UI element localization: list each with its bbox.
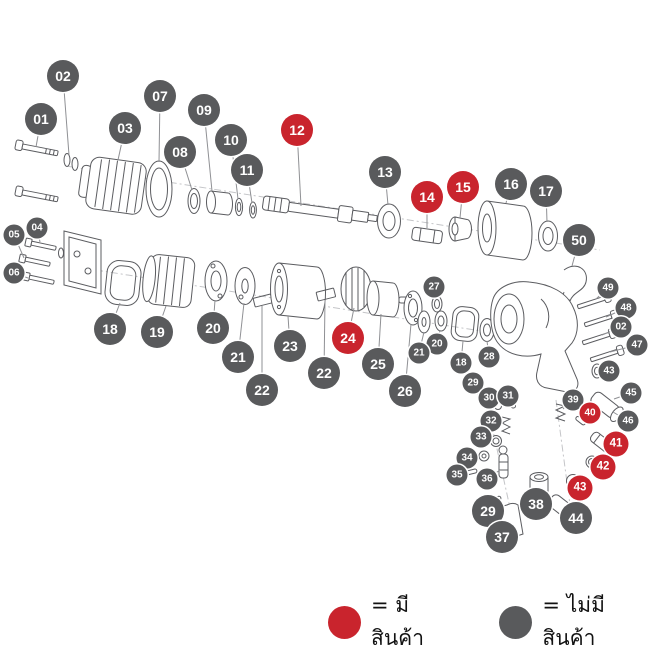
part-badge-15[interactable]: 15 [447,171,479,203]
part-badge-20[interactable]: 20 [426,333,448,355]
out-of-stock-label: = ไม่มีสินค้า [542,593,605,650]
part-badge-06[interactable]: 06 [3,262,25,284]
part-badge-26[interactable]: 26 [389,375,421,407]
part-badge-46[interactable]: 46 [617,410,639,432]
part-badge-25[interactable]: 25 [362,348,394,380]
out-of-stock-dot [499,605,533,639]
part-badge-13[interactable]: 13 [369,156,401,188]
stock-legend: = มีสินค้า = ไม่มีสินค้า [328,589,650,655]
part-badge-27[interactable]: 27 [423,276,445,298]
part-badge-14[interactable]: 14 [411,181,443,213]
part-badge-39[interactable]: 39 [562,389,584,411]
part-badge-48[interactable]: 48 [615,297,637,319]
in-stock-dot [328,605,361,639]
part-badge-34[interactable]: 34 [456,447,478,469]
part-badge-43[interactable]: 43 [567,475,593,501]
part-badge-08[interactable]: 08 [164,136,196,168]
part-badge-35[interactable]: 35 [446,464,468,486]
part-badge-03[interactable]: 03 [109,112,141,144]
part-badge-09[interactable]: 09 [188,94,220,126]
part-badge-22[interactable]: 22 [246,374,278,406]
part-badge-21[interactable]: 21 [408,342,430,364]
part-badge-29[interactable]: 29 [462,372,484,394]
part-badge-28[interactable]: 28 [478,346,500,368]
part-badge-04[interactable]: 04 [26,217,48,239]
part-badge-10[interactable]: 10 [215,124,247,156]
part-badge-02[interactable]: 02 [610,316,632,338]
part-badge-21[interactable]: 21 [222,341,254,373]
part-badge-49[interactable]: 49 [597,277,619,299]
part-badge-30[interactable]: 30 [478,387,500,409]
in-stock-label: = มีสินค้า [371,593,425,650]
part-badge-32[interactable]: 32 [480,410,502,432]
part-badge-05[interactable]: 05 [3,224,25,246]
part-badge-24[interactable]: 24 [332,322,364,354]
part-badge-01[interactable]: 01 [25,103,57,135]
part-badge-43[interactable]: 43 [598,360,620,382]
legend-out-of-stock: = ไม่มีสินค้า [499,589,650,655]
part-badge-12[interactable]: 12 [281,114,313,146]
part-badge-37[interactable]: 37 [486,521,518,553]
part-badge-19[interactable]: 19 [141,316,173,348]
part-badge-33[interactable]: 33 [470,426,492,448]
part-badge-18[interactable]: 18 [94,313,126,345]
part-badge-18[interactable]: 18 [450,352,472,374]
part-badge-11[interactable]: 11 [231,154,263,186]
part-badge-42[interactable]: 42 [590,454,616,480]
part-badge-02[interactable]: 02 [47,60,79,92]
part-badge-29[interactable]: 29 [472,495,504,527]
part-badge-50[interactable]: 50 [563,224,595,256]
part-badge-41[interactable]: 41 [603,431,629,457]
part-badge-16[interactable]: 16 [495,168,527,200]
part-badge-47[interactable]: 47 [626,334,648,356]
part-badge-38[interactable]: 38 [520,488,552,520]
part-badge-22[interactable]: 22 [308,357,340,389]
part-badge-17[interactable]: 17 [530,175,562,207]
part-badge-36[interactable]: 36 [476,468,498,490]
legend-in-stock: = มีสินค้า [328,589,455,655]
part-badge-45[interactable]: 45 [620,382,642,404]
part-badge-23[interactable]: 23 [274,330,306,362]
part-badge-31[interactable]: 31 [497,385,519,407]
part-badge-40[interactable]: 40 [579,402,601,424]
part-badge-07[interactable]: 07 [144,80,176,112]
part-badge-44[interactable]: 44 [560,502,592,534]
part-badge-20[interactable]: 20 [197,312,229,344]
